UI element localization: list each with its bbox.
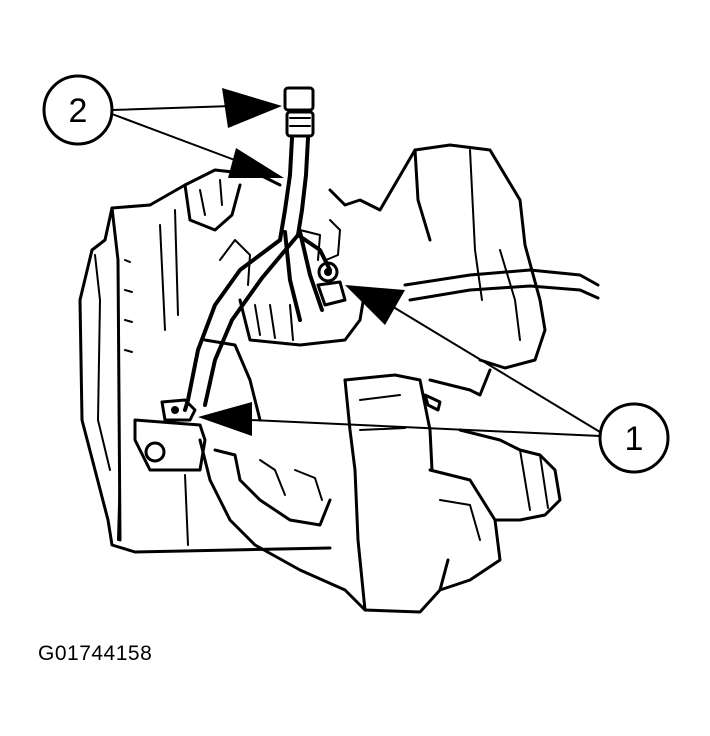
figure-id-label: G01744158 bbox=[38, 642, 153, 665]
arrowhead-1b bbox=[198, 402, 252, 436]
arrowhead-2b bbox=[228, 148, 284, 178]
callout-1: 1 bbox=[198, 285, 670, 474]
callout-2: 2 bbox=[42, 74, 284, 178]
arrowhead-2a bbox=[222, 88, 282, 128]
callout-2-label: 2 bbox=[69, 92, 88, 130]
callout-1-label: 1 bbox=[625, 420, 644, 458]
arrowhead-1a bbox=[345, 285, 405, 325]
transmission-housing bbox=[78, 143, 600, 614]
callout-1-circle bbox=[598, 402, 670, 474]
cooler-line bbox=[160, 86, 347, 422]
